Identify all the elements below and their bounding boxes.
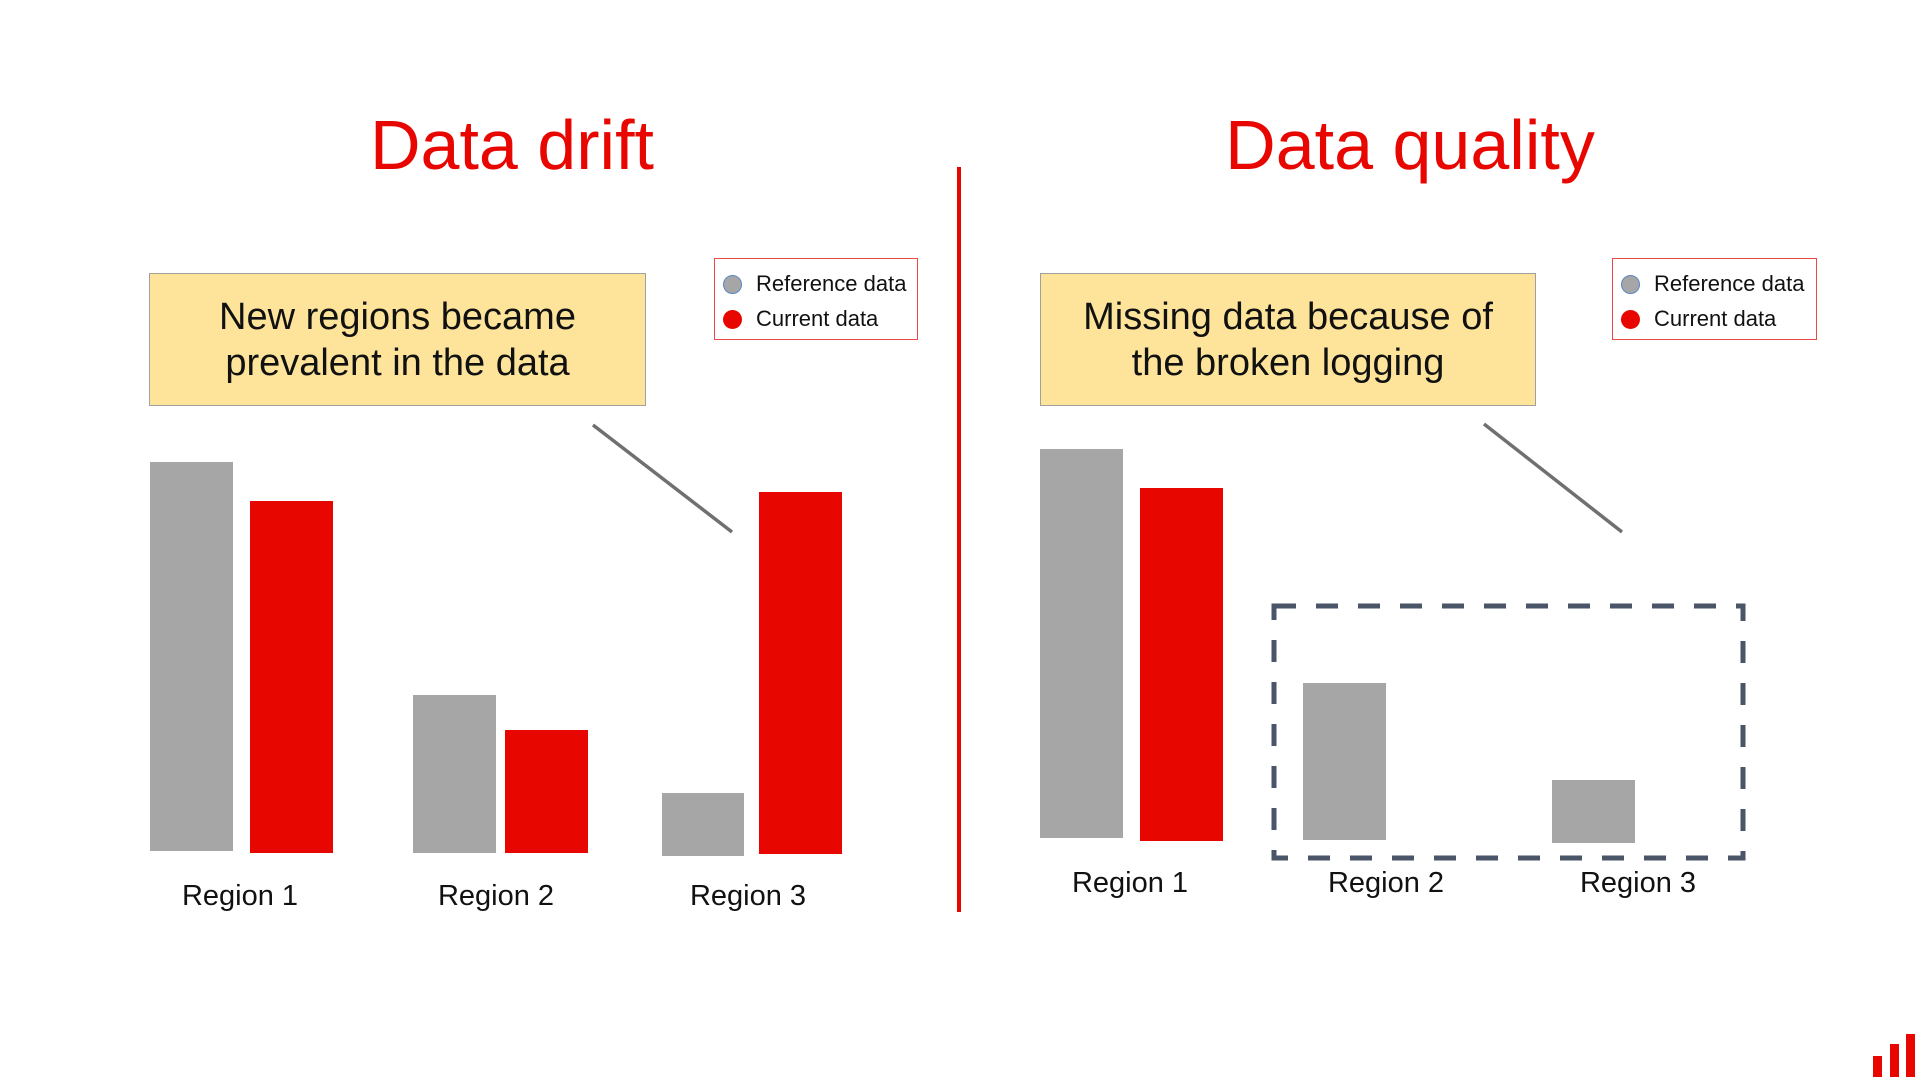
left-pointer-line: [591, 423, 734, 534]
legend-label-current: Current data: [756, 306, 879, 331]
left-label-region2: Region 2: [437, 880, 555, 912]
legend-label-current: Current data: [1654, 306, 1777, 331]
left-label-region1: Region 1: [181, 880, 299, 912]
left-callout-line2: prevalent in the data: [225, 341, 570, 384]
left-bar-region1-reference: [150, 462, 233, 851]
reference-dot-icon: [723, 274, 742, 294]
right-label-region3: Region 3: [1579, 867, 1697, 899]
brand-logo-bars-icon: [1873, 1034, 1915, 1077]
legend-item-reference: Reference data: [715, 270, 906, 298]
left-bar-region2-current: [505, 730, 588, 853]
right-pointer-line: [1482, 422, 1624, 534]
right-label-region1: Region 1: [1071, 867, 1189, 899]
left-legend: Reference data Current data: [714, 258, 918, 340]
right-bar-region3-reference: [1552, 780, 1635, 843]
legend-label-reference: Reference data: [756, 271, 907, 296]
right-bar-region1-current: [1140, 488, 1223, 841]
panel-divider: [957, 167, 961, 912]
left-callout-line1: New regions became: [219, 295, 576, 338]
missing-data-dashed-box: [1271, 603, 1746, 861]
right-callout-box: Missing data because of the broken loggi…: [1040, 273, 1536, 406]
right-legend: Reference data Current data: [1612, 258, 1817, 340]
right-callout-line1: Missing data because of: [1083, 295, 1493, 338]
legend-item-reference: Reference data: [1613, 270, 1804, 298]
left-bar-region2-reference: [413, 695, 496, 853]
left-panel-title: Data drift: [370, 106, 654, 184]
current-dot-icon: [1621, 309, 1640, 329]
left-label-region3: Region 3: [689, 880, 807, 912]
right-bar-region2-reference: [1303, 683, 1386, 840]
legend-label-reference: Reference data: [1654, 271, 1805, 296]
left-bar-region3-current: [759, 492, 842, 854]
left-bar-region1-current: [250, 501, 333, 853]
current-dot-icon: [723, 309, 742, 329]
right-label-region2: Region 2: [1327, 867, 1445, 899]
legend-item-current: Current data: [715, 305, 878, 333]
right-callout-line2: the broken logging: [1131, 341, 1445, 384]
right-bar-region1-reference: [1040, 449, 1123, 838]
left-bar-region3-reference: [662, 793, 744, 856]
reference-dot-icon: [1621, 274, 1640, 294]
right-panel-title: Data quality: [1225, 106, 1595, 184]
legend-item-current: Current data: [1613, 305, 1776, 333]
left-callout-box: New regions became prevalent in the data: [149, 273, 646, 406]
